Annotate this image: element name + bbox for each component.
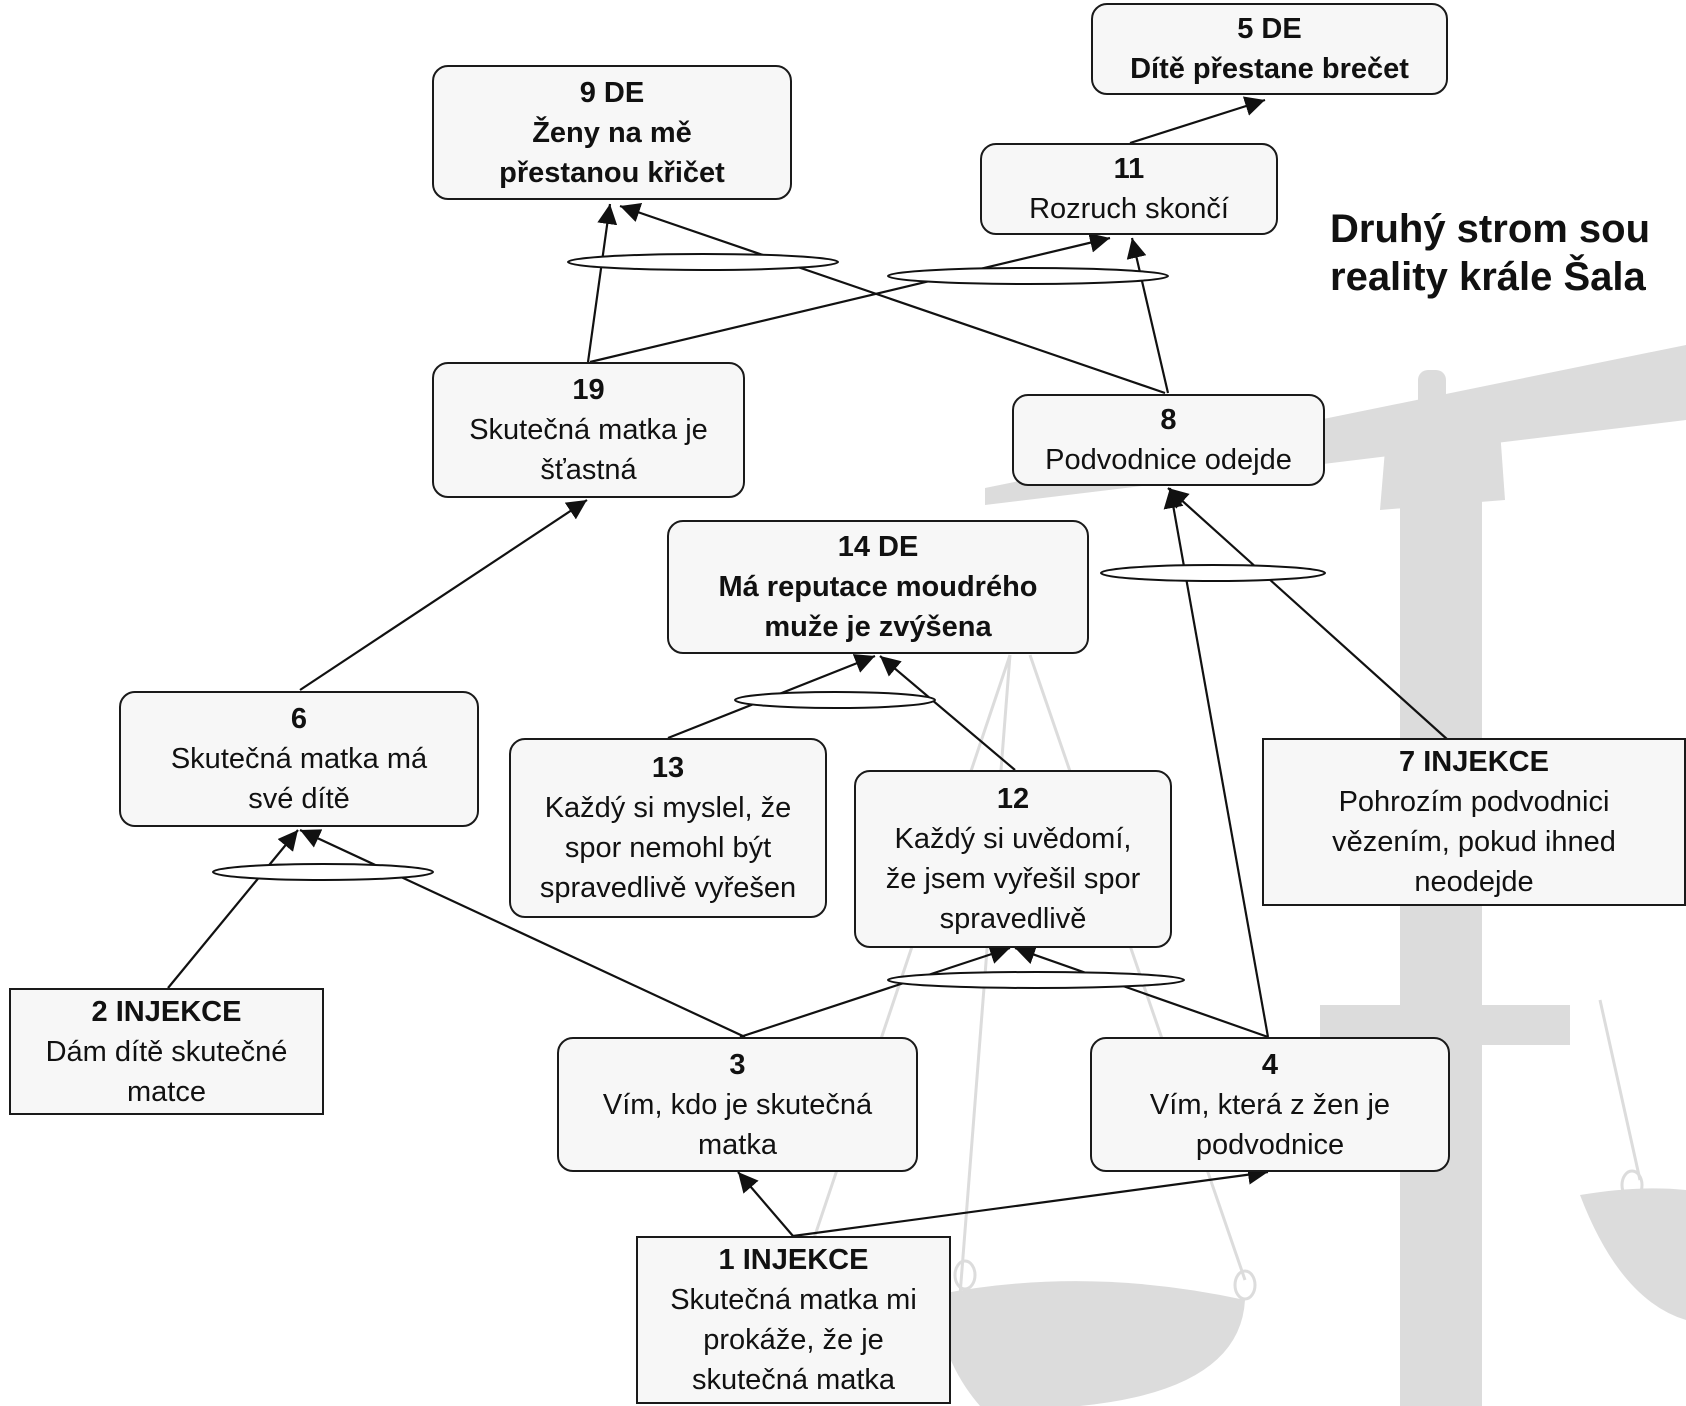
node-number: 14 DE [837,531,919,563]
node-text: Vím, kdo je skutečná matka [602,1088,873,1161]
node-number: 1 INJEKCE [718,1244,869,1276]
node-number: 2 INJEKCE [91,995,242,1028]
node-12: 12 Každý si uvědomí, že jsem vyřešil spo… [854,770,1172,948]
node-number: 3 [729,1048,746,1081]
node-text: Skutečná matka má své dítě [170,743,428,815]
node-9: 9 DE Ženy na mě přestanou křičet [432,65,792,200]
node-text: Vím, která z žen je podvodnice [1149,1088,1391,1161]
node-number: 19 [572,374,605,406]
node-19: 19 Skutečná matka je šťastná [432,362,745,498]
node-1: 1 INJEKCE Skutečná matka mi prokáže, že … [636,1236,951,1404]
node-text: Ženy na mě přestanou křičet [499,116,725,189]
node-text: Pohrozím podvodnici vězením, pokud ihned… [1332,786,1616,898]
node-number: 11 [1113,153,1145,185]
node-number: 6 [290,703,308,735]
node-text: Každý si myslel, že spor nemohl být spra… [539,792,797,904]
node-13: 13 Každý si myslel, že spor nemohl být s… [509,738,827,918]
node-text: Podvodnice odejde [1045,444,1292,476]
node-text: Dítě přestane brečet [1130,53,1409,85]
node-6: 6 Skutečná matka má své dítě [119,691,479,827]
node-number: 12 [996,783,1030,815]
node-8: 8 Podvodnice odejde [1012,394,1325,486]
node-3: 3 Vím, kdo je skutečná matka [557,1037,918,1172]
node-number: 4 [1261,1048,1279,1081]
node-text: Každý si uvědomí, že jsem vyřešil spor s… [885,823,1141,935]
node-number: 7 INJEKCE [1399,746,1549,778]
node-number: 9 DE [579,76,645,109]
node-number: 13 [651,752,685,784]
node-text: Dám dítě skutečné matce [45,1035,288,1108]
node-14: 14 DE Má reputace moudrého muže je zvýše… [667,520,1089,654]
node-text: Má reputace moudrého muže je zvýšena [718,571,1038,643]
node-2: 2 INJEKCE Dám dítě skutečné matce [9,988,324,1115]
node-11: 11 Rozruch skončí [980,143,1278,235]
node-text: Rozruch skončí [1029,193,1229,225]
node-number: 5 DE [1237,13,1302,45]
node-text: Skutečná matka mi prokáže, že je skutečn… [670,1284,917,1396]
node-number: 8 [1160,404,1177,436]
node-text: Skutečná matka je šťastná [469,414,708,486]
node-4: 4 Vím, která z žen je podvodnice [1090,1037,1450,1172]
node-5: 5 DE Dítě přestane brečet [1091,3,1448,95]
diagram-title: Druhý strom sou reality krále Šala [1330,207,1651,299]
node-7: 7 INJEKCE Pohrozím podvodnici vězením, p… [1262,738,1686,906]
